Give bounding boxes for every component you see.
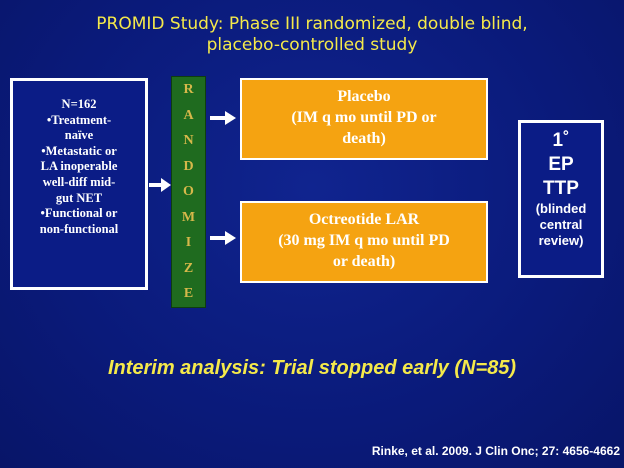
endpoint-label: EP [548, 154, 574, 175]
randomize-letter: R [183, 82, 194, 97]
randomize-letter: O [183, 184, 194, 199]
criteria-line: N=162 [61, 97, 97, 111]
endpoint-label: TTP [543, 178, 579, 199]
randomize-letter: D [183, 158, 194, 174]
endpoint-detail: (blinded [535, 201, 587, 216]
citation: Rinke, et al. 2009. J Clin Onc; 27: 4656… [371, 444, 620, 458]
endpoint-detail: review) [538, 233, 584, 248]
arrow-right-icon [210, 111, 236, 125]
randomize-letter: E [183, 286, 194, 301]
randomize-bar: R A N D O M I Z E [171, 76, 206, 308]
title-line-1: PROMID Study: Phase III randomized, doub… [96, 14, 528, 34]
endpoint-detail: central [539, 217, 583, 232]
inclusion-criteria-box: N=162 •Treatment- naïve •Metastatic or L… [10, 78, 148, 290]
arm-detail: or death) [332, 253, 396, 270]
criteria-line: gut NET [55, 190, 103, 205]
arm-detail: (IM q mo until PD or [291, 109, 437, 126]
endpoint-label: 1˚ [552, 130, 570, 151]
primary-endpoint-box: 1˚ EP TTP (blinded central review) [518, 120, 604, 278]
interim-analysis-note: Interim analysis: Trial stopped early (N… [107, 357, 517, 379]
criteria-line: •Treatment- [46, 112, 112, 127]
randomize-letter: M [181, 209, 196, 225]
arm-title: Placebo [337, 88, 391, 105]
placebo-arm-box: Placebo (IM q mo until PD or death) [240, 78, 488, 160]
randomize-letter: Z [183, 260, 194, 276]
octreotide-arm-box: Octreotide LAR (30 mg IM q mo until PD o… [240, 201, 488, 283]
title-line-2: placebo-controlled study [206, 35, 418, 55]
arm-detail: (30 mg IM q mo until PD [278, 232, 450, 249]
arm-detail: death) [342, 130, 386, 147]
randomize-letter: N [183, 133, 194, 148]
arrow-right-icon [149, 178, 171, 192]
criteria-line: •Functional or [40, 206, 118, 221]
criteria-line: non-functional [39, 221, 119, 236]
criteria-line: naïve [64, 128, 94, 143]
criteria-line: •Metastatic or [41, 143, 117, 158]
arrow-right-icon [210, 231, 236, 245]
arm-title: Octreotide LAR [308, 211, 420, 228]
randomize-letter: I [185, 235, 192, 250]
slide-title: PROMID Study: Phase III randomized, doub… [0, 14, 624, 56]
criteria-line: well-diff mid- [42, 174, 116, 189]
randomize-letter: A [183, 107, 194, 123]
criteria-line: LA inoperable [40, 159, 118, 174]
